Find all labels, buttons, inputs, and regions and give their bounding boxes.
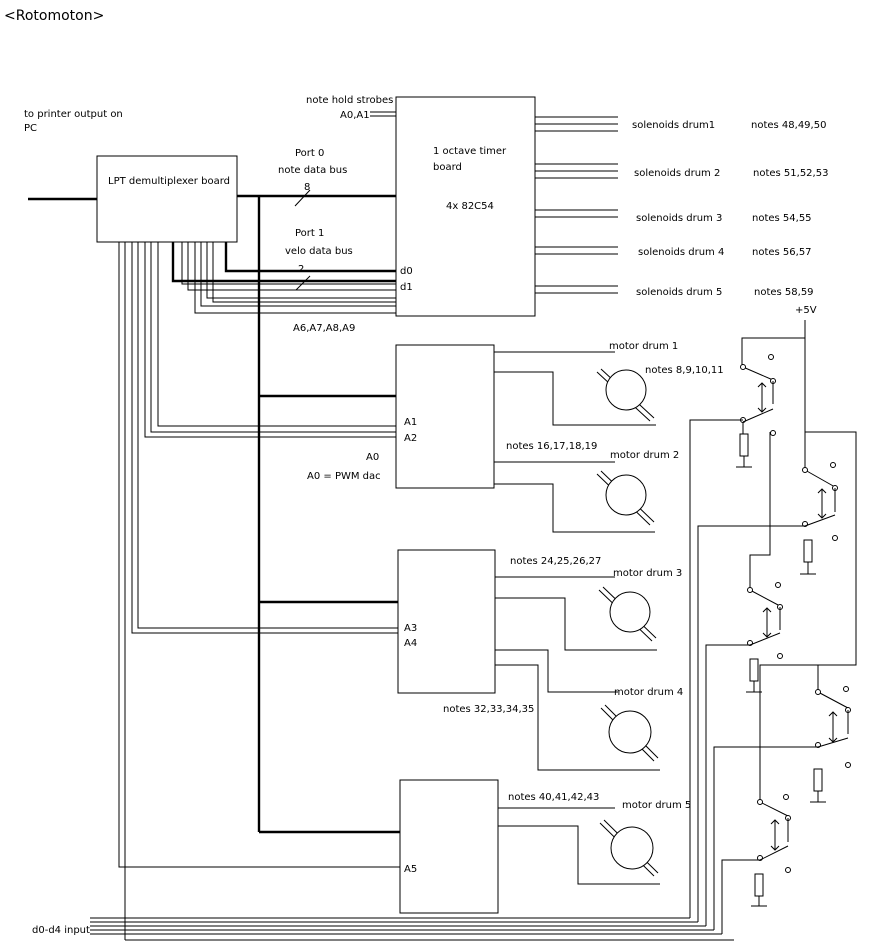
velo-bus-label: velo data bus	[285, 246, 353, 257]
motor-symbol-4	[600, 704, 659, 762]
solenoid-label-3: solenoids drum 3	[636, 213, 722, 224]
motor-driver-2	[397, 549, 496, 694]
motor-symbol-1	[596, 368, 655, 422]
solenoid-label-2: solenoids drum 2	[634, 168, 720, 179]
port0-label: Port 0	[295, 148, 324, 159]
driver-pin-a3: A3	[404, 623, 417, 634]
input-bus	[90, 917, 734, 941]
resistor-3	[749, 658, 759, 682]
resistor-2	[803, 539, 813, 563]
a0-label: A0	[366, 452, 379, 463]
solenoid-notes-4: notes 56,57	[752, 247, 812, 258]
motor-label-3: motor drum 3	[613, 568, 682, 579]
timer-board-label-1: 1 octave timer	[433, 146, 507, 157]
motor-driver-1	[395, 344, 495, 489]
lpt-board	[96, 155, 238, 243]
motor-notes-2: notes 16,17,18,19	[506, 441, 597, 452]
resistor-4	[813, 768, 823, 792]
relay-3	[705, 582, 783, 926]
a6a9-label: A6,A7,A8,A9	[293, 323, 355, 334]
timer-board-label-2: board	[433, 162, 462, 173]
motor-label-1: motor drum 1	[609, 341, 678, 352]
printer-note-line1: to printer output on	[24, 109, 123, 120]
driver-pin-a1: A1	[404, 417, 417, 428]
motor-notes-1: notes 8,9,10,11	[645, 365, 724, 376]
timer-pin-d1: d1	[400, 282, 413, 293]
motor-notes-5: notes 40,41,42,43	[508, 792, 599, 803]
motor-notes-4: notes 32,33,34,35	[443, 704, 534, 715]
port1-label: Port 1	[295, 228, 324, 239]
bus8-slash	[294, 189, 311, 207]
resistor-5	[754, 873, 764, 897]
bus8-label: 8	[304, 182, 310, 193]
solenoid-label-5: solenoids drum 5	[636, 287, 722, 298]
relay-4	[713, 686, 851, 930]
relay-2	[697, 462, 838, 922]
motor-symbol-5	[599, 819, 659, 877]
motor-wiring	[494, 351, 660, 885]
relay-5	[721, 794, 791, 934]
a0a1-label: A0,A1	[340, 110, 370, 121]
solenoid-label-1: solenoids drum1	[632, 120, 715, 131]
solenoid-notes-1: notes 48,49,50	[751, 120, 826, 131]
timer-pin-d0: d0	[400, 266, 413, 277]
motor-label-4: motor drum 4	[614, 687, 683, 698]
timer-chip-label: 4x 82C54	[446, 201, 494, 212]
motor-driver-3	[399, 779, 499, 914]
input-label: d0-d4 input	[32, 925, 90, 936]
plus5v-label: +5V	[795, 305, 817, 316]
diagram-title: <Rotomoton>	[4, 8, 104, 24]
solenoid-notes-3: notes 54,55	[752, 213, 812, 224]
lpt-board-label: LPT demultiplexer board	[108, 176, 230, 187]
address-lines	[118, 242, 400, 940]
motor-label-5: motor drum 5	[622, 800, 691, 811]
driver-pin-a5: A5	[404, 864, 417, 875]
motor-notes-3: notes 24,25,26,27	[510, 556, 601, 567]
driver-pin-a2: A2	[404, 433, 417, 444]
pwm-label: A0 = PWM dac	[307, 471, 381, 482]
driver-pin-a4: A4	[404, 638, 417, 649]
solenoid-label-4: solenoids drum 4	[638, 247, 724, 258]
motor-symbol-3	[598, 586, 657, 642]
resistor-1	[739, 433, 749, 457]
motor-label-2: motor drum 2	[610, 450, 679, 461]
solenoid-notes-2: notes 51,52,53	[753, 168, 828, 179]
printer-note-line2: PC	[24, 123, 37, 134]
bus2-slash	[295, 275, 311, 291]
power-rail	[741, 320, 857, 800]
relay-1	[689, 354, 776, 918]
solenoid-notes-5: notes 58,59	[754, 287, 814, 298]
strobes-label: note hold strobes	[306, 95, 393, 106]
bus2-label: 2	[298, 264, 304, 275]
motor-symbol-2	[596, 470, 655, 526]
timer-board	[395, 96, 536, 317]
solenoid-outputs	[535, 116, 618, 294]
note-bus-label: note data bus	[278, 165, 347, 176]
